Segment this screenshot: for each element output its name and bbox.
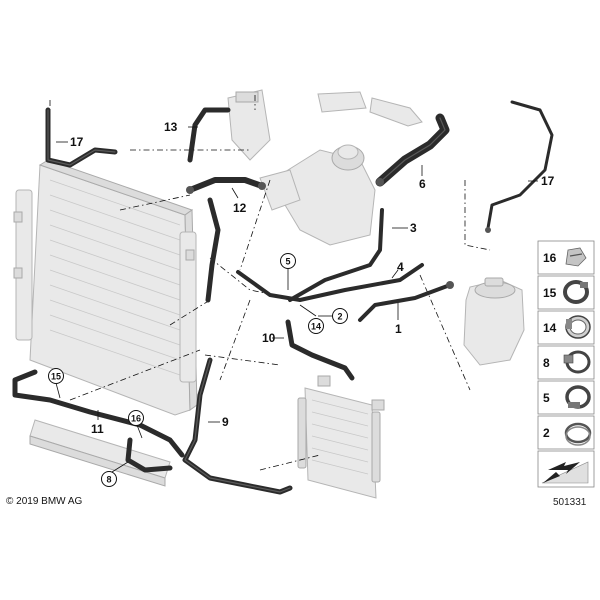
svg-text:2: 2 [543, 426, 550, 440]
hose-12 [187, 107, 231, 163]
callout-13: 17 [70, 135, 84, 149]
hose-3 [288, 208, 384, 302]
svg-text:8: 8 [106, 475, 111, 485]
svg-text:2: 2 [337, 312, 342, 322]
hose-6 [375, 113, 450, 187]
svg-text:14: 14 [543, 321, 557, 335]
legend-arrow-tile [537, 450, 595, 488]
auxiliary-radiator [297, 375, 385, 499]
hose-4 [236, 263, 424, 302]
circled-callout-16: 16 [128, 410, 144, 426]
circled-callout-2: 2 [332, 308, 348, 324]
leader-lines [55, 126, 538, 473]
hose-13 [45, 107, 118, 168]
svg-text:14: 14 [311, 322, 321, 332]
circled-callout-15: 15 [48, 368, 64, 384]
copyright-text: © 2019 BMW AG [6, 496, 83, 507]
hose-1 [358, 281, 454, 322]
legend-item-8: 8 [537, 345, 595, 380]
callout-17: 17 [541, 174, 555, 188]
expansion-tank [463, 277, 525, 366]
svg-text:5: 5 [285, 257, 290, 267]
callout-7: 9 [222, 415, 229, 429]
svg-text:15: 15 [51, 372, 61, 382]
engine-components [227, 89, 423, 246]
circled-callout-8: 8 [101, 471, 117, 487]
legend-item-2: 2 [537, 415, 595, 450]
callout-9: 10 [262, 331, 276, 345]
callout-11: 12 [233, 201, 247, 215]
callout-3: 3 [410, 221, 417, 235]
circled-callout-5: 5 [280, 253, 296, 269]
callout-1: 1 [395, 322, 402, 336]
legend-item-5: 5 [537, 380, 595, 415]
legend-item-16: 16 [537, 240, 595, 275]
document-number: 501331 [553, 497, 587, 508]
callout-12: 13 [164, 120, 178, 134]
hose-7 [182, 357, 293, 495]
circled-callout-14: 14 [308, 318, 324, 334]
legend-item-14: 14 [537, 310, 595, 345]
callout-10: 11 [91, 422, 104, 436]
hose-9 [285, 319, 355, 381]
svg-text:15: 15 [543, 286, 557, 300]
legend-item-15: 15 [537, 275, 595, 310]
callout-4: 4 [397, 260, 404, 274]
radiator [13, 159, 198, 416]
legend-panel: 16 15 14 8 5 [537, 240, 595, 488]
callout-6: 6 [419, 177, 426, 191]
svg-text:16: 16 [131, 414, 141, 424]
svg-text:5: 5 [543, 391, 550, 405]
hose-17 [485, 100, 554, 233]
arrow-icon [548, 462, 580, 474]
hose-11 [186, 177, 266, 303]
svg-text:8: 8 [543, 356, 550, 370]
svg-text:16: 16 [543, 251, 557, 265]
hose-10 [12, 369, 185, 473]
